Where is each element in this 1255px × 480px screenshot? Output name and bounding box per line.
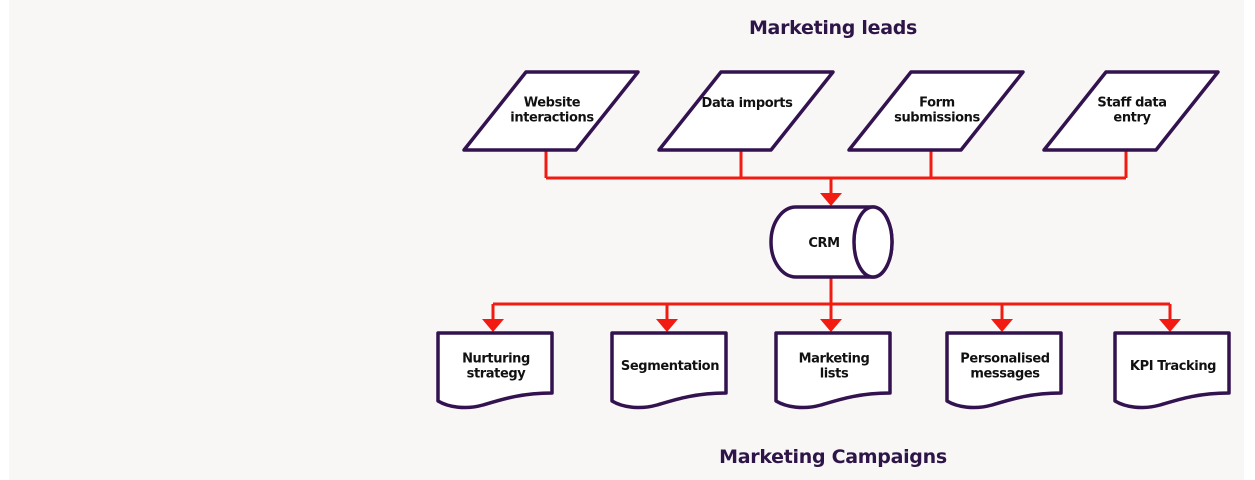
parallelogram-shape (847, 70, 1025, 152)
personalised-messages-label: messages (970, 367, 1040, 382)
document-shape (610, 331, 728, 410)
parallelogram-shape (1042, 70, 1220, 152)
parallelogram-shape (462, 70, 640, 152)
website-interactions-label: Website (524, 96, 581, 111)
document-shape (436, 331, 554, 410)
crm-label: CRM (808, 236, 839, 251)
marketing-lists-label: Marketing (799, 352, 870, 367)
nurturing-strategy-label: strategy (467, 367, 527, 382)
cylinder-end (852, 205, 894, 279)
document-shape (1113, 331, 1231, 410)
personalised-messages-label: Personalised (960, 352, 1050, 367)
output-node-kpi-tracking[interactable]: KPI Tracking (1113, 331, 1231, 410)
website-interactions-label: interactions (510, 111, 594, 126)
arrowhead-nurturing-strategy (482, 319, 504, 332)
segmentation-label: Segmentation (621, 359, 719, 374)
bottom-title: Marketing Campaigns (719, 446, 947, 468)
arrowhead-segmentation (656, 319, 678, 332)
document-shape (774, 331, 892, 410)
arrowhead-to-crm (820, 193, 842, 206)
staff-data-entry-label: entry (1113, 111, 1151, 126)
form-submissions-label: submissions (894, 111, 980, 126)
data-imports-label: Data imports (702, 96, 794, 111)
marketing-lists-label: lists (820, 367, 849, 382)
output-node-segmentation[interactable]: Segmentation (610, 331, 728, 410)
document-shape (945, 331, 1063, 410)
arrowhead-personalised-messages (991, 319, 1013, 332)
arrowhead-kpi-tracking (1159, 319, 1181, 332)
source-node-data-imports[interactable]: Data imports (657, 70, 835, 152)
connectors (482, 150, 1181, 332)
top-title: Marketing leads (749, 17, 917, 39)
nurturing-strategy-label: Nurturing (462, 352, 530, 367)
kpi-tracking-label: KPI Tracking (1130, 359, 1216, 374)
form-submissions-label: Form (919, 96, 955, 111)
arrowhead-marketing-lists (820, 319, 842, 332)
staff-data-entry-label: Staff data (1097, 96, 1166, 111)
parallelogram-shape (657, 70, 835, 152)
crm-node[interactable]: CRM (769, 205, 894, 279)
